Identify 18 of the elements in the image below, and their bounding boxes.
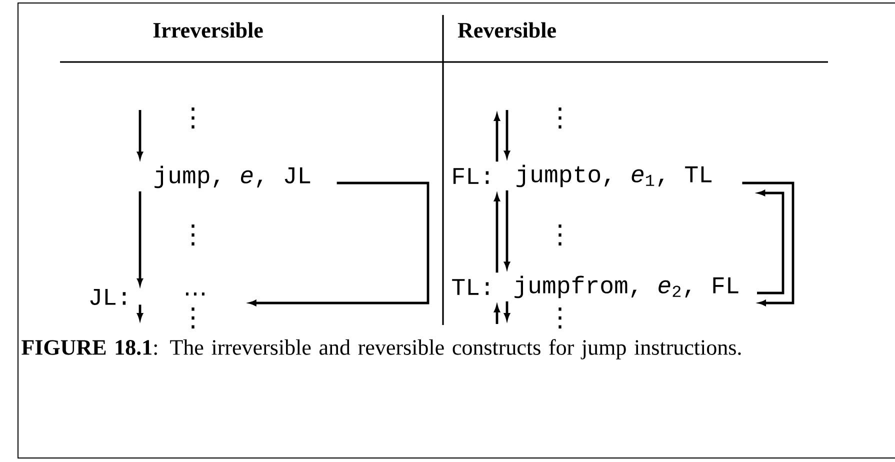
- vertical-ellipsis: ⋮: [558, 108, 562, 128]
- jump-arrow: [757, 190, 784, 294]
- column-heading: Reversible: [458, 22, 556, 38]
- line-label: JL:: [90, 288, 126, 306]
- vertical-ellipsis: ⋮: [558, 224, 562, 246]
- caption: FIGURE 18.1: The irreversible and reversible constructs for jump instructions.: [22, 339, 741, 360]
- code-line: jumpfrom, e$_{2}$, FL: [514, 276, 738, 298]
- code-line: jumpto, e$_{1}$, TL: [516, 164, 712, 188]
- code-line: ⋯: [186, 292, 204, 296]
- vertical-ellipsis: ⋮: [192, 308, 194, 328]
- vertical-ellipsis: ⋮: [192, 224, 194, 246]
- line-label: TL:: [452, 279, 489, 295]
- vertical-ellipsis: ⋮: [192, 108, 194, 128]
- line-label: FL:: [453, 168, 489, 184]
- jump-arrow: [742, 182, 794, 306]
- vertical-ellipsis: ⋮: [558, 308, 562, 328]
- code-line: jump, e, JL: [154, 166, 310, 188]
- column-heading: Irreversible: [153, 22, 263, 38]
